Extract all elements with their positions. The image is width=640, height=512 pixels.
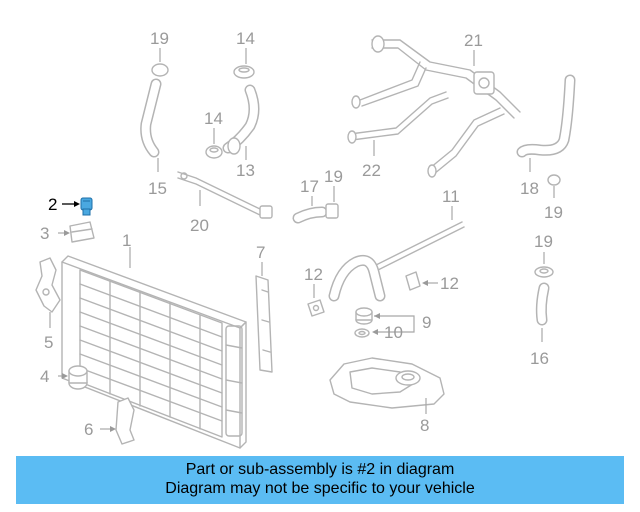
clamp-19-right[interactable] — [547, 174, 561, 186]
callout-16: 16 — [530, 349, 549, 368]
arrow-2 — [74, 201, 80, 207]
callout-5: 5 — [44, 333, 53, 352]
lower-bracket[interactable] — [115, 397, 135, 445]
callout-19a: 19 — [150, 29, 169, 48]
hose-clamp-left[interactable] — [307, 299, 325, 317]
callout-11: 11 — [442, 187, 460, 206]
radiator-cap[interactable] — [80, 197, 93, 216]
grommet-lower[interactable] — [354, 328, 370, 338]
banner-line-2: Diagram may not be specific to your vehi… — [165, 480, 475, 497]
hose-clamp-right[interactable] — [405, 271, 421, 291]
callout-7: 7 — [256, 243, 265, 262]
callout-15: 15 — [148, 179, 167, 198]
callout-19d: 19 — [534, 232, 553, 251]
hose-15[interactable] — [140, 78, 162, 158]
callout-17: 17 — [300, 177, 319, 196]
callout-12a: 12 — [304, 265, 323, 284]
callout-1: 1 — [122, 231, 131, 250]
arrow-6 — [110, 426, 116, 432]
callout-10: 10 — [384, 323, 403, 342]
clamp-14-upper[interactable] — [233, 65, 255, 79]
hose-16[interactable] — [535, 282, 550, 326]
arrow-10 — [372, 329, 378, 335]
mounting-bracket-top[interactable] — [69, 221, 95, 243]
callout-13: 13 — [236, 161, 255, 180]
callout-4: 4 — [40, 367, 49, 386]
callout-18: 18 — [520, 179, 539, 198]
lower-hose[interactable] — [328, 254, 386, 302]
callout-19b: 19 — [324, 167, 343, 186]
clamp-19-right-lower[interactable] — [534, 266, 554, 278]
callout-21: 21 — [464, 31, 483, 50]
grommet-upper[interactable] — [355, 307, 373, 325]
callout-9: 9 — [422, 313, 431, 332]
clamp-19-top[interactable] — [151, 63, 169, 77]
arrow-4 — [62, 373, 68, 379]
arrow-9 — [374, 313, 380, 319]
hose-18[interactable] — [516, 74, 576, 158]
arrow-12b — [422, 280, 428, 286]
coolant-pipe-assembly-21[interactable] — [351, 35, 521, 119]
callout-22: 22 — [362, 161, 381, 180]
callout-20: 20 — [190, 216, 209, 235]
hose-17[interactable] — [292, 206, 328, 224]
upper-hose-13[interactable] — [222, 84, 260, 155]
coolant-pipe[interactable] — [373, 221, 465, 272]
parts-diagram: 1 2 3 4 5 6 7 — [35, 29, 576, 449]
callout-2: 2 — [48, 195, 57, 214]
expansion-tank[interactable] — [329, 357, 445, 409]
air-guide[interactable] — [255, 275, 273, 373]
callout-19c: 19 — [544, 203, 563, 222]
callout-3: 3 — [40, 224, 49, 243]
radiator[interactable] — [61, 255, 247, 449]
clamp-14-lower[interactable] — [205, 145, 223, 159]
rubber-mount[interactable] — [68, 365, 88, 390]
leader-9-10 — [374, 315, 415, 333]
callout-12b: 12 — [440, 274, 459, 293]
side-bracket[interactable] — [35, 257, 61, 313]
coolant-pipe-22[interactable] — [347, 91, 505, 178]
coolant-pipe-20[interactable] — [177, 171, 273, 219]
callout-14b: 14 — [204, 109, 223, 128]
callout-8: 8 — [420, 416, 429, 435]
clamp-19-mid[interactable] — [325, 203, 339, 219]
banner-line-1: Part or sub-assembly is #2 in diagram — [185, 461, 455, 478]
arrow-3 — [64, 230, 70, 236]
info-banner: Part or sub-assembly is #2 in diagram Di… — [16, 456, 624, 504]
callout-6: 6 — [84, 420, 93, 439]
callout-14a: 14 — [236, 29, 255, 48]
